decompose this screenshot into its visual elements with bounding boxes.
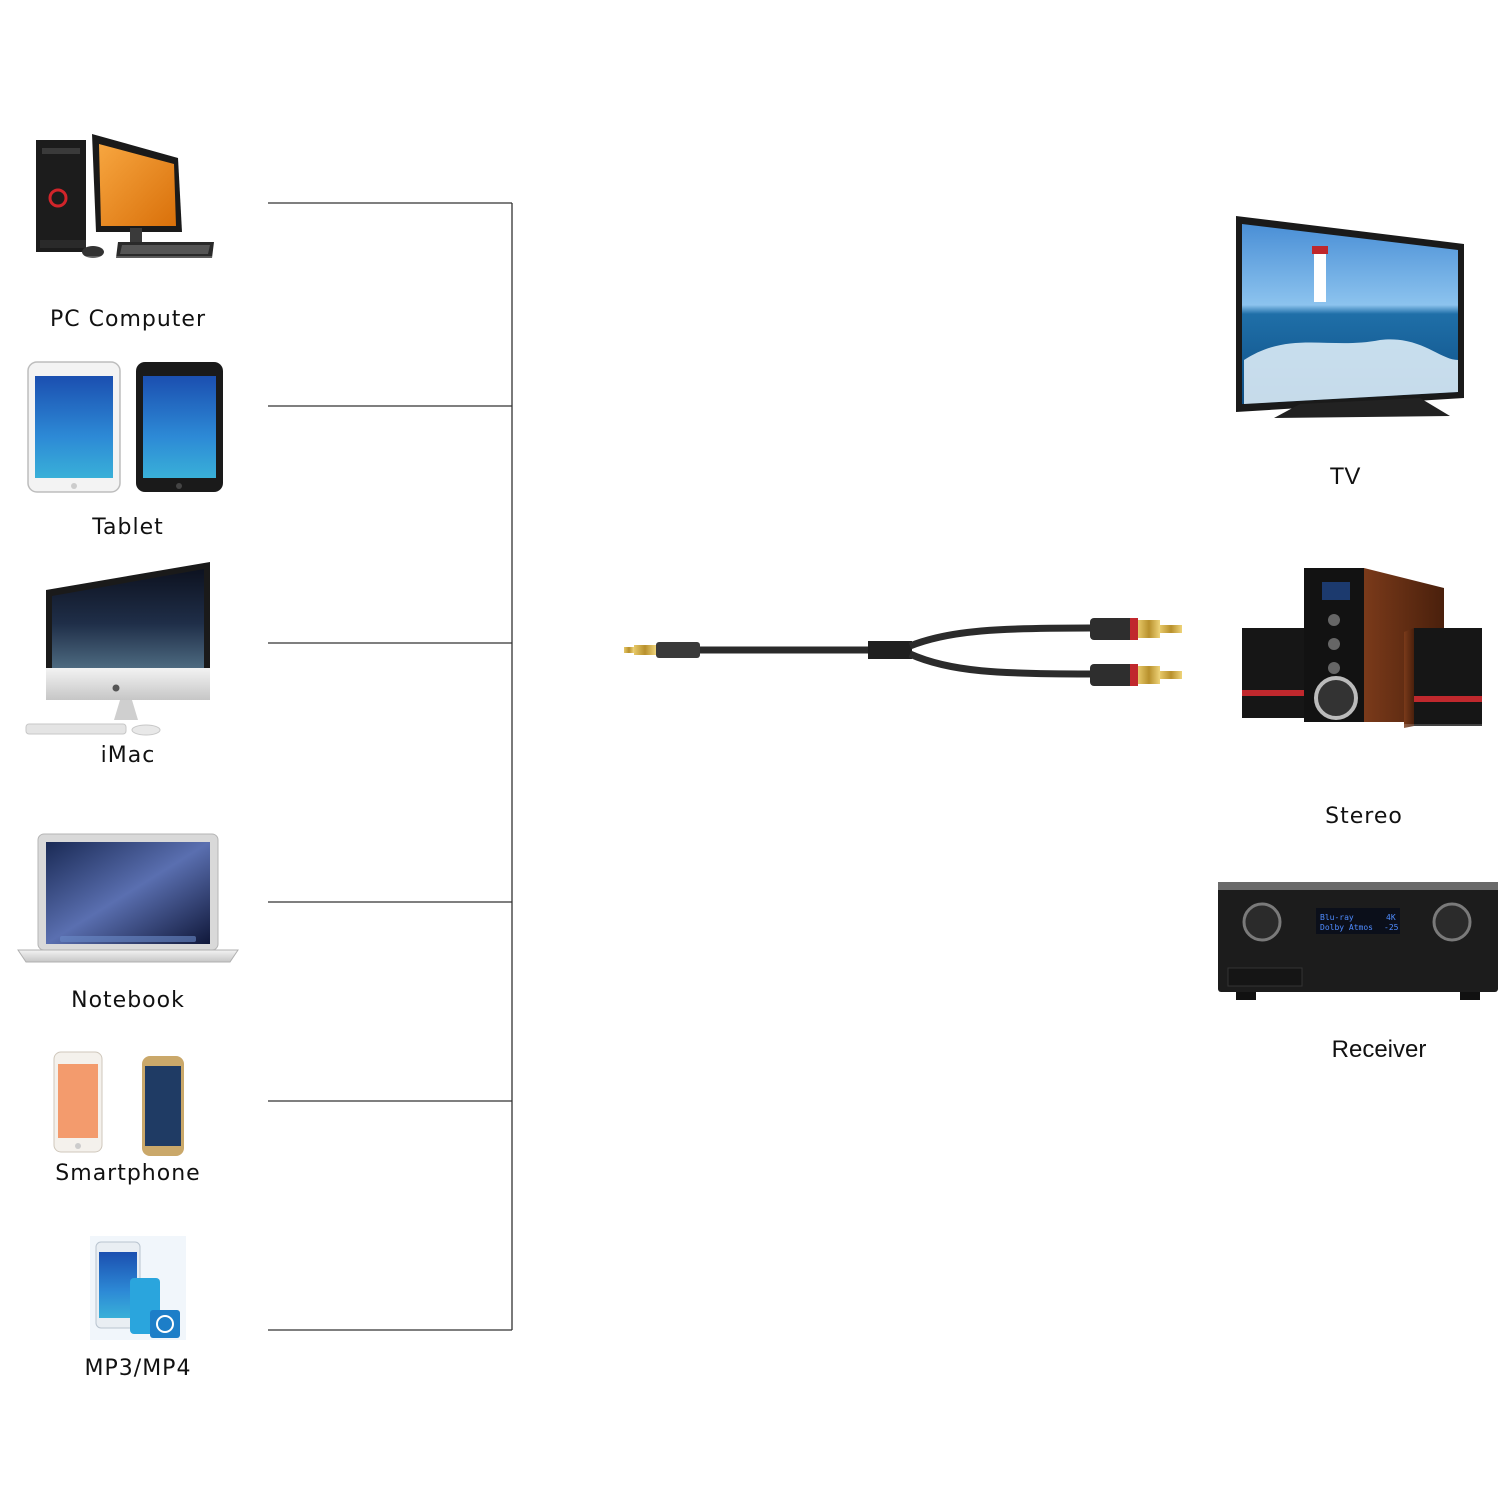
label-notebook: Notebook — [71, 988, 185, 1013]
stereo-speakers-icon — [1238, 568, 1486, 770]
label-tablet: Tablet — [92, 515, 164, 540]
label-receiver: Receiver — [1331, 1036, 1427, 1063]
receiver-display-line1: Blu-ray — [1320, 913, 1354, 922]
receiver-display-line2-right: -25 — [1384, 923, 1399, 932]
label-smartphone: Smartphone — [55, 1161, 201, 1186]
label-pc-computer: PC Computer — [50, 307, 206, 332]
smartphone-icon — [53, 1051, 184, 1156]
tablet-icon — [27, 361, 223, 493]
label-stereo: Stereo — [1325, 804, 1403, 829]
receiver-display-line1-right: 4K — [1386, 913, 1396, 922]
label-imac: iMac — [100, 743, 156, 768]
connector-lines — [268, 202, 513, 1331]
pc-computer-icon — [36, 134, 214, 274]
aux-to-rca-cable-icon — [624, 618, 1182, 686]
receiver-display-line2: Dolby Atmos — [1320, 923, 1373, 932]
av-receiver-icon: Blu-ray 4K Dolby Atmos -25 — [1218, 882, 1498, 1000]
imac-icon — [25, 562, 210, 736]
tv-icon — [1236, 216, 1464, 418]
label-tv: TV — [1329, 463, 1361, 490]
label-mp3-mp4: MP3/MP4 — [84, 1356, 192, 1381]
notebook-icon — [17, 833, 239, 963]
mp3-player-icon — [90, 1236, 186, 1340]
